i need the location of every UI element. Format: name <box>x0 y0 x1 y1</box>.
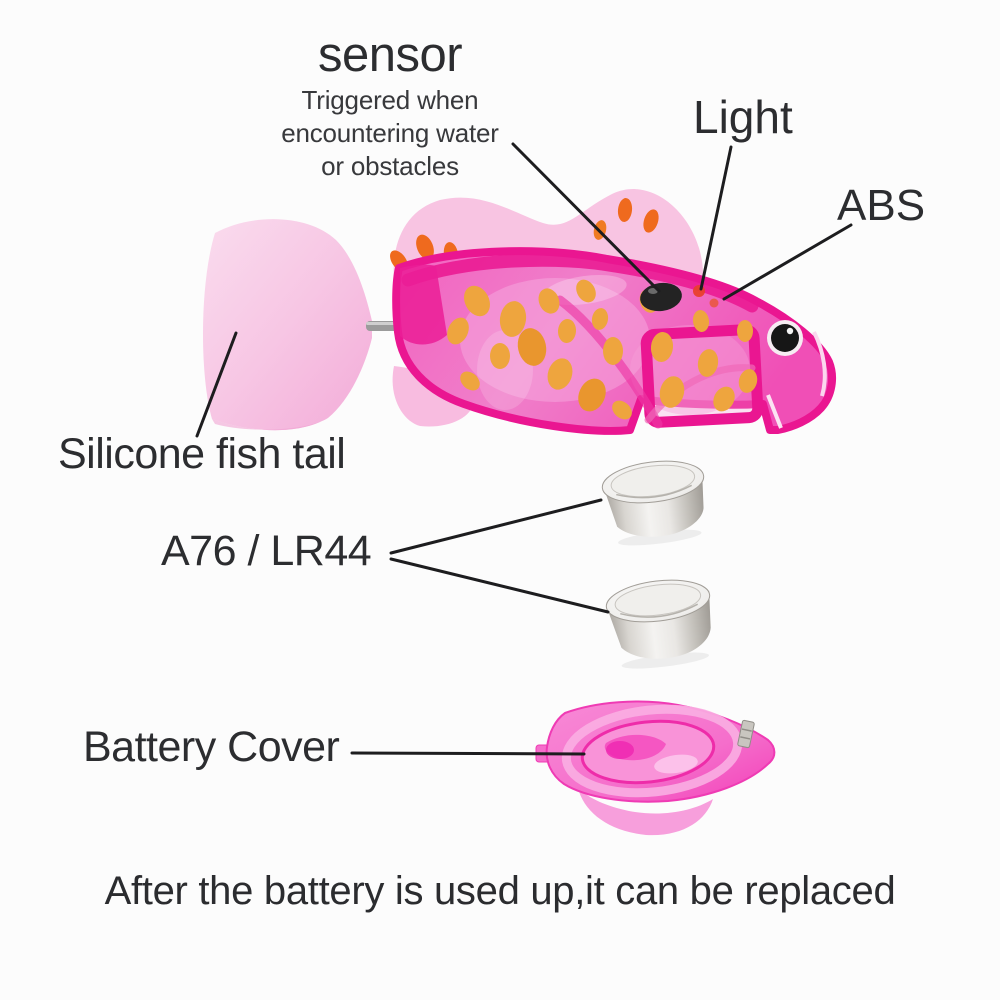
sensor-note-line-3: or obstacles <box>321 151 459 181</box>
snout-edge-highlight <box>812 331 827 397</box>
cover-screw <box>737 719 755 749</box>
led-light-dot <box>693 285 705 297</box>
leader-line-abs <box>722 223 853 301</box>
cover-recess-spot <box>606 741 634 759</box>
sensor-note-line-1: Triggered when <box>301 85 479 115</box>
fish-eye <box>767 320 803 356</box>
button-cell-battery-2 <box>605 579 711 669</box>
back-rim-band <box>401 253 759 313</box>
leader-line-battery-upper <box>389 498 603 555</box>
gill-band <box>400 264 447 345</box>
cover-rim-highlight <box>561 704 743 798</box>
pelvic-fin-shape <box>392 366 474 427</box>
leader-line-cover <box>350 751 586 756</box>
leader-line-sensor <box>511 142 661 293</box>
sensor-note-line-2: encountering water <box>281 118 499 148</box>
led-light-dot-2 <box>709 298 719 308</box>
snout-seam <box>766 394 783 429</box>
body-spots <box>447 279 758 420</box>
tail-fin-shade <box>212 418 328 431</box>
battery-cover-illustration <box>535 700 776 836</box>
battery-cover-label: Battery Cover <box>83 723 340 771</box>
abs-label: ABS <box>837 181 926 230</box>
leader-lines <box>195 142 853 756</box>
tail-pin-highlight <box>366 322 402 325</box>
leader-line-tail <box>195 331 238 438</box>
cover-bottom-cup <box>578 788 713 836</box>
leader-line-battery-lower <box>389 557 610 614</box>
robot-fish-illustration <box>202 189 837 435</box>
caption-text: After the battery is used up,it can be r… <box>104 869 896 913</box>
battery-model-label: A76 / LR44 <box>161 527 372 575</box>
light-label: Light <box>693 91 793 143</box>
sensor-label: sensor <box>317 28 463 82</box>
cover-recess-light <box>654 754 698 774</box>
leader-line-light <box>699 145 733 291</box>
sensor-annotation: sensor Triggered when encountering water… <box>230 28 550 181</box>
tail-fin-shape <box>202 219 372 431</box>
button-cell-battery-1 <box>601 460 705 546</box>
silicone-fish-tail-label: Silicone fish tail <box>58 430 346 478</box>
inner-strip-2 <box>644 364 756 424</box>
